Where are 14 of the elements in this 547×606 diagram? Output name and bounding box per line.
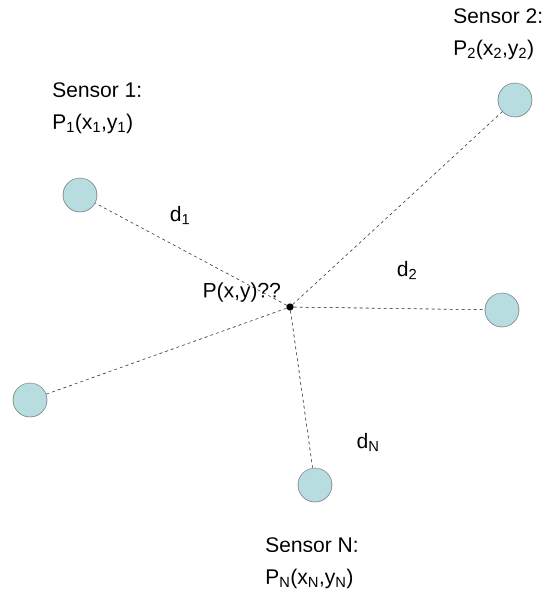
dashed-line [290, 310, 313, 468]
sensor-label: Sensor 2: P$_{2}$(x$_{2}$,y$_{2}$) [454, 8, 542, 60]
dashed-line [94, 202, 288, 306]
dashed-line [292, 111, 503, 305]
sensor-circle [12, 382, 48, 418]
sensor-label: Sensor N: P$_{N}$(x$_{N}$,y$_{N}$) [266, 537, 357, 588]
point-label: P(x,y)?? [204, 282, 280, 302]
dashed-line [293, 306, 485, 310]
sensor-label: Sensor 1: P$_{1}$(x$_{1}$,y$_{1}$) [53, 82, 140, 134]
sensor-circle [484, 292, 520, 328]
edge-label: d$_{2}$ [396, 260, 418, 280]
edge-label: d$_{1}$ [168, 204, 192, 226]
dashed-line [46, 308, 287, 394]
edge-label: d$_{N}$ [356, 432, 380, 452]
